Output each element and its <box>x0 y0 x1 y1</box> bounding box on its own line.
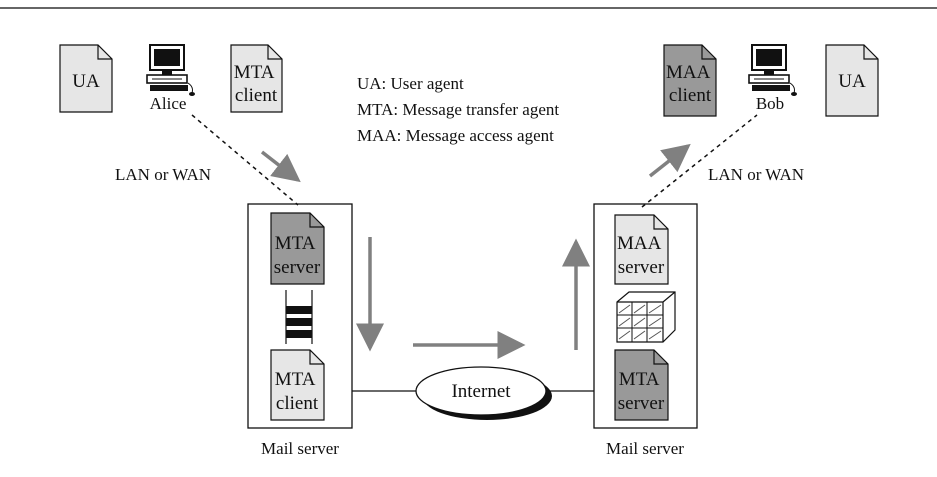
sender-lan-link <box>191 114 299 206</box>
sender-mta-server-document: MTA server <box>270 212 325 285</box>
sender-mail-server-box <box>247 203 353 429</box>
sender-server-mta-client-document: MTA client <box>270 349 325 421</box>
sender-mta-client-label-line1: MTA <box>234 62 275 83</box>
receiver-maa-client-label-line2: client <box>669 85 712 106</box>
sender-mta-server-label-line1: MTA <box>275 233 316 254</box>
document-icon <box>614 214 669 285</box>
svg-text:MTA server: MTA server <box>618 369 665 414</box>
svg-text:MTA server: MTA server <box>274 233 321 278</box>
receiver-maa-client-label-line1: MAA <box>666 62 711 83</box>
alice-label: Alice <box>150 94 187 113</box>
receiver-ua-label: UA <box>838 71 866 92</box>
computer-icon <box>146 44 195 96</box>
sender-ua-label: UA <box>72 71 100 92</box>
receiver-mail-server-caption: Mail server <box>606 439 684 458</box>
document-icon <box>230 44 283 113</box>
receiver-mail-server-box <box>593 203 698 429</box>
bob-label: Bob <box>756 94 784 113</box>
svg-text:MTA client: MTA client <box>275 369 319 414</box>
receiver-flow-arrow <box>648 143 691 178</box>
sender-link-label: LAN or WAN <box>115 165 211 184</box>
document-icon <box>270 212 325 285</box>
receiver-mta-server-label-line2: server <box>618 393 665 414</box>
document-icon <box>59 44 113 113</box>
receiver-maa-server-label-line1: MAA <box>617 233 662 254</box>
bob-computer: Bob <box>748 44 797 113</box>
computer-icon <box>748 44 797 96</box>
internet-cloud: Internet <box>415 366 552 420</box>
receiver-link-label: LAN or WAN <box>708 165 804 184</box>
receiver-maa-server-label-line2: server <box>618 257 665 278</box>
sender-mail-server-caption: Mail server <box>261 439 339 458</box>
legend: UA: User agent MTA: Message transfer age… <box>357 74 559 145</box>
legend-item-maa: MAA: Message access agent <box>357 126 554 145</box>
legend-item-mta: MTA: Message transfer agent <box>357 100 559 119</box>
svg-text:MAA server: MAA server <box>617 233 665 278</box>
document-icon <box>270 349 325 421</box>
document-icon <box>614 349 669 421</box>
sender-mta-client-label-line2: client <box>235 85 278 106</box>
mailbox-icon <box>616 291 676 343</box>
alice-computer: Alice <box>146 44 195 113</box>
receiver-mta-server-document: MTA server <box>614 349 669 421</box>
internet-label: Internet <box>451 381 511 402</box>
svg-text:MAA client: MAA client <box>666 62 714 106</box>
document-icon <box>825 44 879 117</box>
sender-server-mta-client-label-line1: MTA <box>275 369 316 390</box>
receiver-mta-server-label-line1: MTA <box>619 369 660 390</box>
queue-icon <box>285 290 313 344</box>
receiver-maa-server-document: MAA server <box>614 214 669 285</box>
svg-text:MTA client: MTA client <box>234 62 278 106</box>
sender-flow-arrow <box>260 150 301 183</box>
receiver-lan-link <box>641 114 758 208</box>
receiver-maa-client-document: MAA client <box>663 44 717 117</box>
legend-item-ua: UA: User agent <box>357 74 464 93</box>
sender-ua-document: UA <box>59 44 113 113</box>
sender-mta-client-document: MTA client <box>230 44 283 113</box>
sender-server-mta-client-label-line2: client <box>276 393 319 414</box>
sender-mta-server-label-line2: server <box>274 257 321 278</box>
receiver-ua-document: UA <box>825 44 879 117</box>
document-icon <box>663 44 717 117</box>
